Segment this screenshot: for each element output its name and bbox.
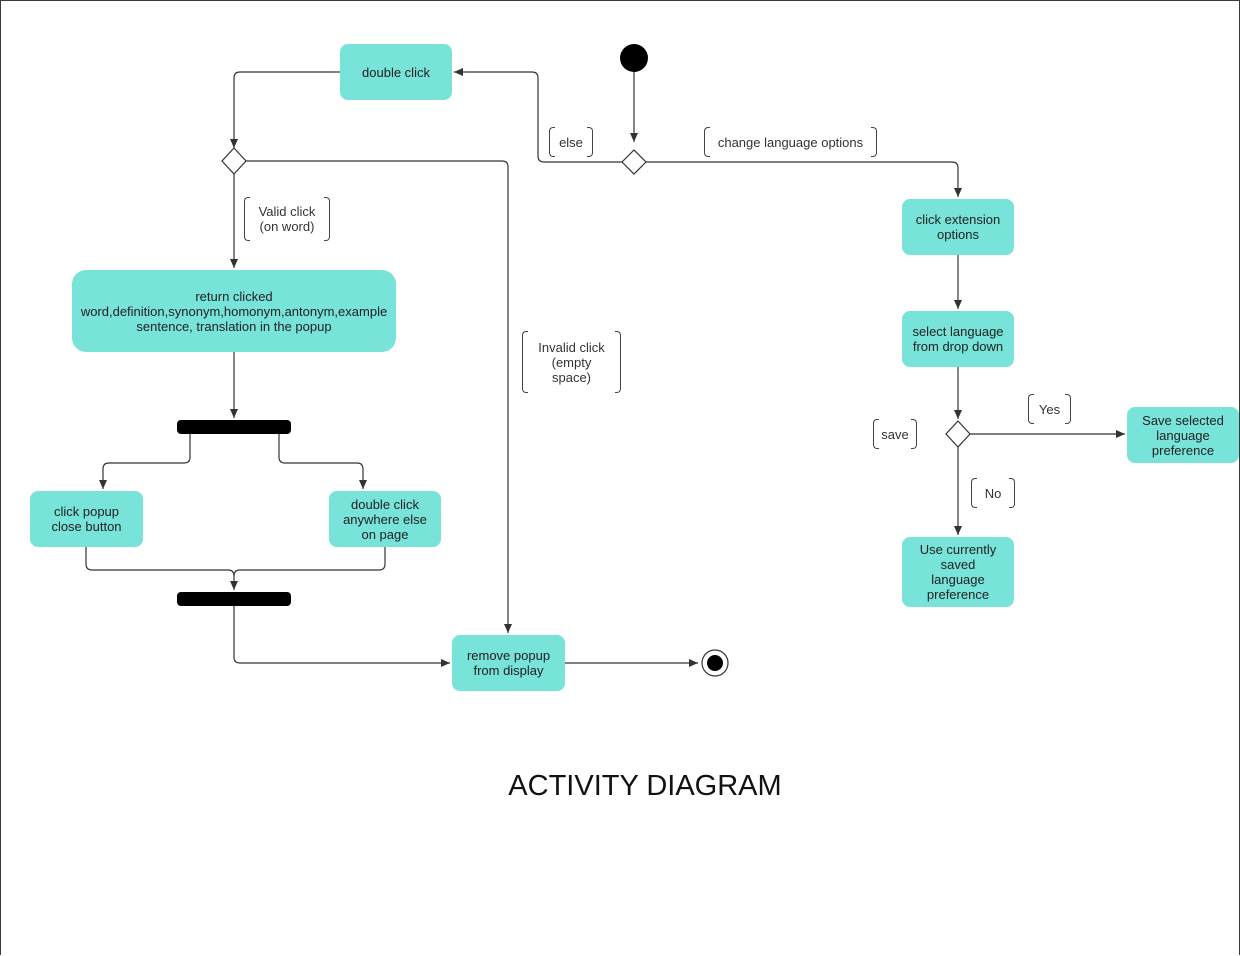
activity-select-language: select language from drop down bbox=[902, 311, 1014, 367]
edge-double-click-to-decision bbox=[230, 71, 340, 148]
edge-invalid-click bbox=[246, 160, 512, 633]
activity-remove-popup: remove popup from display bbox=[452, 635, 565, 691]
initial-node bbox=[620, 44, 648, 72]
activity-click-extension-options: click extension options bbox=[902, 199, 1014, 255]
decision-left bbox=[221, 147, 247, 175]
guard-invalid-click: Invalid click (empty space) bbox=[522, 331, 621, 393]
activity-double-click-anywhere: double click anywhere else on page bbox=[329, 491, 441, 547]
guard-valid-click: Valid click (on word) bbox=[244, 197, 330, 241]
edge-close-to-join bbox=[85, 547, 238, 590]
edge-join-to-remove bbox=[233, 606, 450, 667]
edge-anywhere-to-join bbox=[233, 547, 386, 577]
edge-fork-to-close bbox=[99, 434, 191, 489]
decision-top bbox=[621, 149, 647, 175]
edge-change-language bbox=[646, 161, 962, 197]
join-bar bbox=[177, 592, 291, 606]
diagram-title: ACTIVITY DIAGRAM bbox=[508, 770, 782, 802]
activity-double-click: double click bbox=[340, 44, 452, 100]
activity-return-clicked: return clicked word,definition,synonym,h… bbox=[72, 270, 396, 352]
guard-else: else bbox=[549, 127, 593, 157]
activity-use-current: Use currently saved language preference bbox=[902, 537, 1014, 607]
activity-save-selected: Save selected language preference bbox=[1127, 407, 1239, 463]
edge-fork-to-anywhere bbox=[278, 434, 367, 489]
guard-no: No bbox=[971, 478, 1015, 508]
activity-click-popup-close: click popup close button bbox=[30, 491, 143, 547]
guard-save: save bbox=[873, 419, 917, 449]
final-node-core bbox=[707, 655, 723, 671]
edge-else-to-double-click bbox=[454, 68, 622, 163]
decision-right bbox=[945, 420, 971, 448]
guard-yes: Yes bbox=[1028, 394, 1071, 424]
fork-bar bbox=[177, 420, 291, 434]
guard-change-language: change language options bbox=[704, 127, 877, 157]
